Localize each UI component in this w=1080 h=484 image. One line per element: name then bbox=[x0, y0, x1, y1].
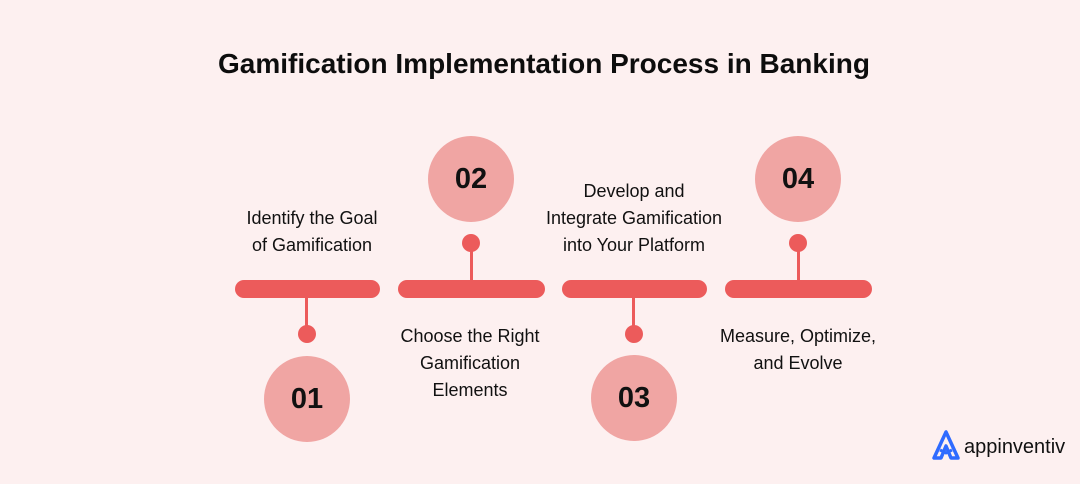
step-4-label: Measure, Optimize, and Evolve bbox=[696, 323, 900, 377]
step-3-number-badge: 03 bbox=[591, 355, 677, 441]
step-4-bar bbox=[725, 280, 872, 298]
step-4-label-line-1: Measure, Optimize, bbox=[719, 326, 877, 346]
step-1-label-line-2: of Gamification bbox=[251, 235, 373, 255]
step-1-number-badge: 01 bbox=[264, 356, 350, 442]
step-3-label-line-2: Integrate Gamification bbox=[545, 208, 723, 228]
step-2-dot bbox=[462, 234, 480, 252]
step-3-label: Develop and Integrate Gamification into … bbox=[524, 178, 744, 259]
step-4-stem bbox=[797, 248, 800, 284]
page-title: Gamification Implementation Process in B… bbox=[218, 48, 870, 79]
step-4-dot bbox=[789, 234, 807, 252]
step-1-label-line-1: Identify the Goal bbox=[246, 208, 378, 228]
step-2-label-line-1: Choose the Right bbox=[400, 326, 540, 346]
step-2-number-badge: 02 bbox=[428, 136, 514, 222]
step-3-label-line-3: into Your Platform bbox=[562, 235, 706, 255]
step-1-bar bbox=[235, 280, 380, 298]
step-2-label-line-2: Gamification bbox=[419, 353, 521, 373]
step-2-bar bbox=[398, 280, 545, 298]
step-3-stem bbox=[632, 296, 635, 330]
step-2-label-line-3: Elements bbox=[432, 380, 508, 400]
brand-name: appinventiv bbox=[964, 436, 1066, 458]
step-3-bar bbox=[562, 280, 707, 298]
step-4-label-line-2: and Evolve bbox=[753, 353, 843, 373]
step-3-dot bbox=[625, 325, 643, 343]
step-1-label: Identify the Goal of Gamification bbox=[212, 205, 412, 259]
step-1-dot bbox=[298, 325, 316, 343]
appinventiv-logo-icon bbox=[932, 430, 960, 465]
step-2-label: Choose the Right Gamification Elements bbox=[370, 323, 570, 404]
brand-logo: appinventiv bbox=[932, 430, 1065, 465]
step-4-number-badge: 04 bbox=[755, 136, 841, 222]
step-2-stem bbox=[470, 248, 473, 284]
step-3-label-line-1: Develop and bbox=[583, 181, 685, 201]
step-1-stem bbox=[305, 296, 308, 330]
